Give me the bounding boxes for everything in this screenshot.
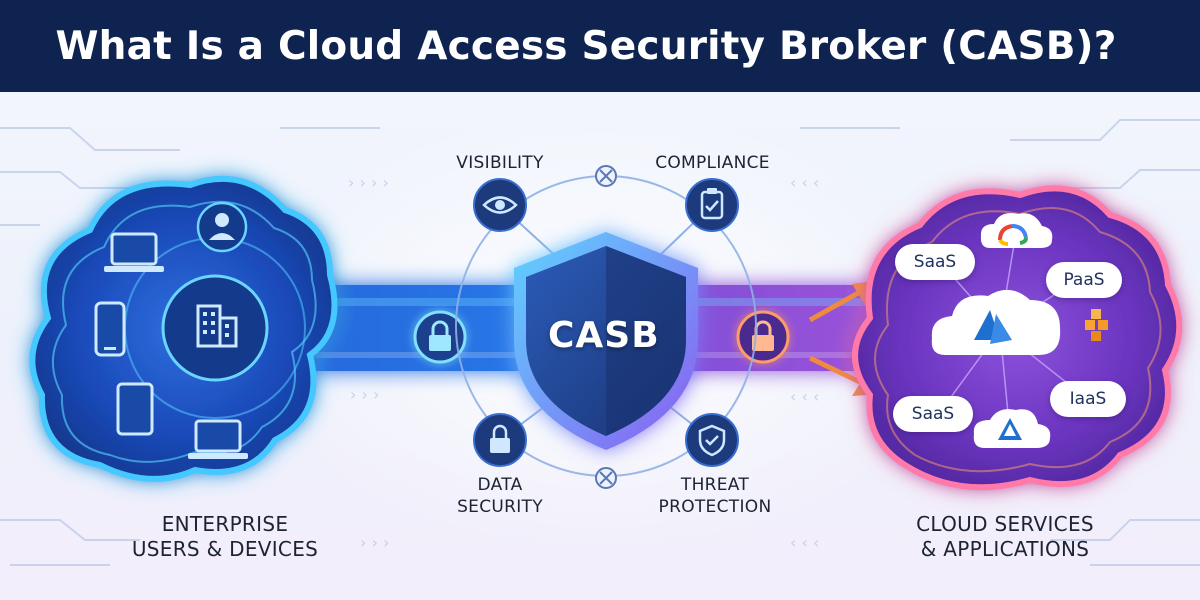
- paas-tag: PaaS: [1046, 262, 1122, 298]
- cloud-services-line2: & APPLICATIONS: [920, 537, 1090, 561]
- visibility-text: VISIBILITY: [456, 153, 544, 173]
- svg-text:› › ›: › › ›: [350, 385, 379, 404]
- aws-icon: [1085, 309, 1108, 341]
- data-security-line1: DATA: [477, 475, 523, 495]
- enterprise-line2: USERS & DEVICES: [131, 537, 319, 561]
- compliance-text: COMPLIANCE: [655, 153, 770, 173]
- data-security-line2: SECURITY: [457, 497, 543, 517]
- shield-check-icon: [685, 413, 739, 467]
- cloud-services-label: CLOUD SERVICES & APPLICATIONS: [885, 512, 1125, 562]
- lock-icon-right: [736, 310, 790, 364]
- enterprise-line1: ENTERPRISE: [161, 512, 289, 536]
- user-icon: [196, 201, 248, 253]
- azure-icon: [931, 289, 1061, 355]
- threat-protection-line1: THREAT: [680, 475, 750, 495]
- lock-icon: [473, 413, 527, 467]
- clipboard-check-icon: [685, 178, 739, 232]
- cloud-services-line1: CLOUD SERVICES: [916, 512, 1094, 536]
- compliance-label: COMPLIANCE: [640, 152, 785, 174]
- node-connector-top: [595, 165, 617, 187]
- visibility-label: VISIBILITY: [440, 152, 560, 174]
- phone-icon: [94, 301, 126, 357]
- svg-text:› › › ›: › › › ›: [348, 173, 389, 192]
- svg-text:‹ ‹ ‹: ‹ ‹ ‹: [790, 387, 819, 406]
- chevron-traces: › › › › › › › ‹ ‹ ‹ ‹ ‹ ‹ › › › ‹ ‹ ‹: [348, 173, 819, 552]
- circuit-traces: [0, 119, 1200, 566]
- iaas-tag: IaaS: [1050, 381, 1126, 417]
- enterprise-label: ENTERPRISE USERS & DEVICES: [110, 512, 340, 562]
- tablet-icon: [116, 382, 154, 436]
- svg-text:› › ›: › › ›: [360, 533, 389, 552]
- google-cloud-icon: [980, 213, 1053, 248]
- threat-protection-label: THREAT PROTECTION: [640, 474, 790, 518]
- data-security-label: DATA SECURITY: [440, 474, 560, 518]
- saas-tag-bottom: SaaS: [893, 396, 973, 432]
- lock-icon-left: [413, 310, 467, 364]
- casb-shield: [514, 232, 698, 450]
- title-bar: What Is a Cloud Access Security Broker (…: [0, 0, 1200, 92]
- threat-protection-line2: PROTECTION: [658, 497, 772, 517]
- saas-tag-top: SaaS: [895, 244, 975, 280]
- laptop-icon: [104, 232, 164, 272]
- casb-label: CASB: [548, 315, 660, 356]
- svg-text:‹ ‹ ‹: ‹ ‹ ‹: [790, 533, 819, 552]
- azure-devops-icon: [973, 409, 1051, 448]
- laptop-icon: [188, 419, 248, 459]
- enterprise-cloud: [29, 175, 338, 482]
- page-title: What Is a Cloud Access Security Broker (…: [55, 23, 1117, 69]
- node-connector-bottom: [595, 467, 617, 489]
- svg-text:‹ ‹ ‹: ‹ ‹ ‹: [790, 173, 819, 192]
- eye-icon: [473, 178, 527, 232]
- building-icon: [196, 304, 238, 348]
